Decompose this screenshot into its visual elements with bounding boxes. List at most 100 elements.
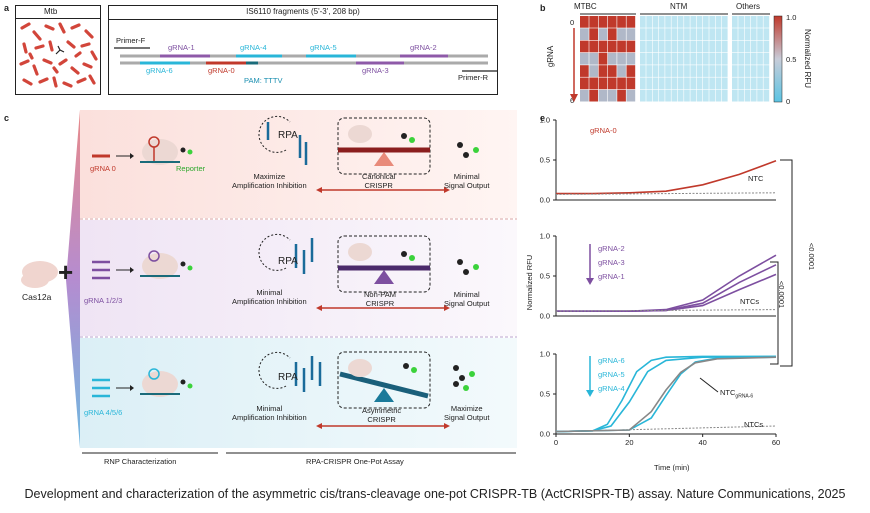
heatmap-cell — [690, 89, 697, 102]
row3-left-label: Minimal Amplification Inhibition — [232, 404, 307, 422]
heatmap-cell — [658, 16, 665, 28]
heatmap-cell — [589, 16, 598, 28]
heatmap-cell — [750, 28, 757, 40]
heatmap-cell — [607, 28, 617, 40]
x-tick-label: 20 — [625, 438, 633, 447]
heatmap-cell — [598, 77, 608, 90]
heatmap-cell — [703, 28, 709, 40]
order-arrow-head — [586, 278, 594, 285]
significance-bracket — [770, 261, 779, 365]
heatmap-cell — [646, 28, 652, 40]
heatmap-cell — [652, 89, 659, 102]
heatmap-cell — [598, 65, 608, 77]
y-tick-label: 0.0 — [540, 430, 550, 439]
heatmap-cell — [671, 52, 678, 65]
others-header: Others — [736, 2, 761, 11]
heatmap-cell — [732, 16, 738, 28]
heatmap-cell — [732, 52, 738, 65]
heatmap-cell — [715, 65, 722, 77]
row1-right-label: Minimal Signal Output — [444, 172, 490, 190]
heatmap-cell — [744, 77, 751, 90]
heatmap-cell — [757, 65, 763, 77]
heatmap-cell — [658, 40, 665, 53]
heatmap-cell — [696, 16, 703, 28]
heatmap-cell — [626, 52, 636, 65]
row2-left-label: Minimal Amplification Inhibition — [232, 288, 307, 306]
y-tick-label: 1.0 — [540, 232, 550, 241]
heatmap-cell — [665, 77, 671, 90]
heatmap-cell — [763, 65, 770, 77]
row3-rpa: RPA — [278, 372, 298, 383]
heatmap-cell — [744, 52, 751, 65]
heatmap-cell — [580, 77, 589, 90]
series-line-ntcs — [555, 309, 777, 312]
heatmap-cell — [757, 28, 763, 40]
heatmap-cell — [598, 52, 608, 65]
cbar-tick-high: 1.0 — [786, 13, 797, 22]
y-tick-label: 1.0 — [540, 350, 550, 359]
legend-ntc-grna6: NTCgRNA-6 — [720, 388, 754, 400]
heatmap-cell — [671, 28, 678, 40]
heatmap-cell — [646, 77, 652, 90]
heatmap-cell — [677, 40, 684, 53]
significance-bracket — [780, 159, 793, 367]
heatmap-cell — [626, 28, 636, 40]
x-tick-label: 40 — [698, 438, 706, 447]
heatmap-cell — [690, 40, 697, 53]
heatmap-cell — [658, 28, 665, 40]
heatmap-cell — [744, 16, 751, 28]
row-bg-canonical — [80, 110, 517, 218]
heatmap-cell — [684, 65, 690, 77]
heatmap-cell — [617, 77, 626, 90]
heatmap-cell — [696, 28, 703, 40]
heatmap-cell — [750, 89, 757, 102]
heatmap-cell — [738, 28, 744, 40]
heatmap-cell — [607, 77, 617, 90]
heatmap-cell — [750, 65, 757, 77]
heatmap-cell — [617, 28, 626, 40]
legend-ntcs-3: NTCs — [744, 420, 764, 429]
heatmap-cell — [652, 52, 659, 65]
x-tick-label: 60 — [772, 438, 780, 447]
footer-rnp: RNP Characterization — [104, 457, 177, 466]
heatmap-cell — [646, 65, 652, 77]
heatmap-cell — [677, 28, 684, 40]
heatmap-cell — [696, 40, 703, 53]
row3-mode: Asymmetric CRISPR — [362, 406, 402, 424]
heatmap-cell — [671, 40, 678, 53]
grna-4-label: gRNA-4 — [240, 43, 267, 52]
heatmap-cell — [757, 40, 763, 53]
heatmap-cell — [598, 89, 608, 102]
heatmap-cell — [640, 65, 646, 77]
ntm-header: NTM — [670, 2, 688, 11]
heatmap-cell — [721, 40, 728, 53]
plus-sign: + — [58, 257, 74, 287]
heatmap-cell — [696, 65, 703, 77]
heatmap-cell — [617, 40, 626, 53]
heatmap-cell — [732, 65, 738, 77]
cas12a-label: Cas12a — [22, 292, 52, 302]
chart-axis — [555, 120, 776, 201]
heatmap-cell — [684, 89, 690, 102]
heatmap-cell — [671, 65, 678, 77]
heatmap-cell — [658, 89, 665, 102]
order-arrow-head — [586, 390, 594, 397]
legend-grna-6: gRNA-6 — [598, 356, 625, 365]
heatmap-cell — [589, 89, 598, 102]
panel-e-letter: e — [540, 113, 546, 123]
y-tick-label: 1.0 — [540, 116, 550, 125]
heatmap-cell — [732, 77, 738, 90]
heatmap-cell — [709, 89, 715, 102]
heatmap-cell — [640, 89, 646, 102]
heatmap-cell — [677, 52, 684, 65]
heatmap-cell — [690, 16, 697, 28]
heatmap-cell — [589, 40, 598, 53]
heatmap-cell — [696, 52, 703, 65]
figure-caption: Development and characterization of the … — [24, 487, 846, 501]
heatmap-cell — [744, 65, 751, 77]
heatmap-cell — [721, 77, 728, 90]
row3-grna: gRNA 4/5/6 — [84, 408, 123, 417]
